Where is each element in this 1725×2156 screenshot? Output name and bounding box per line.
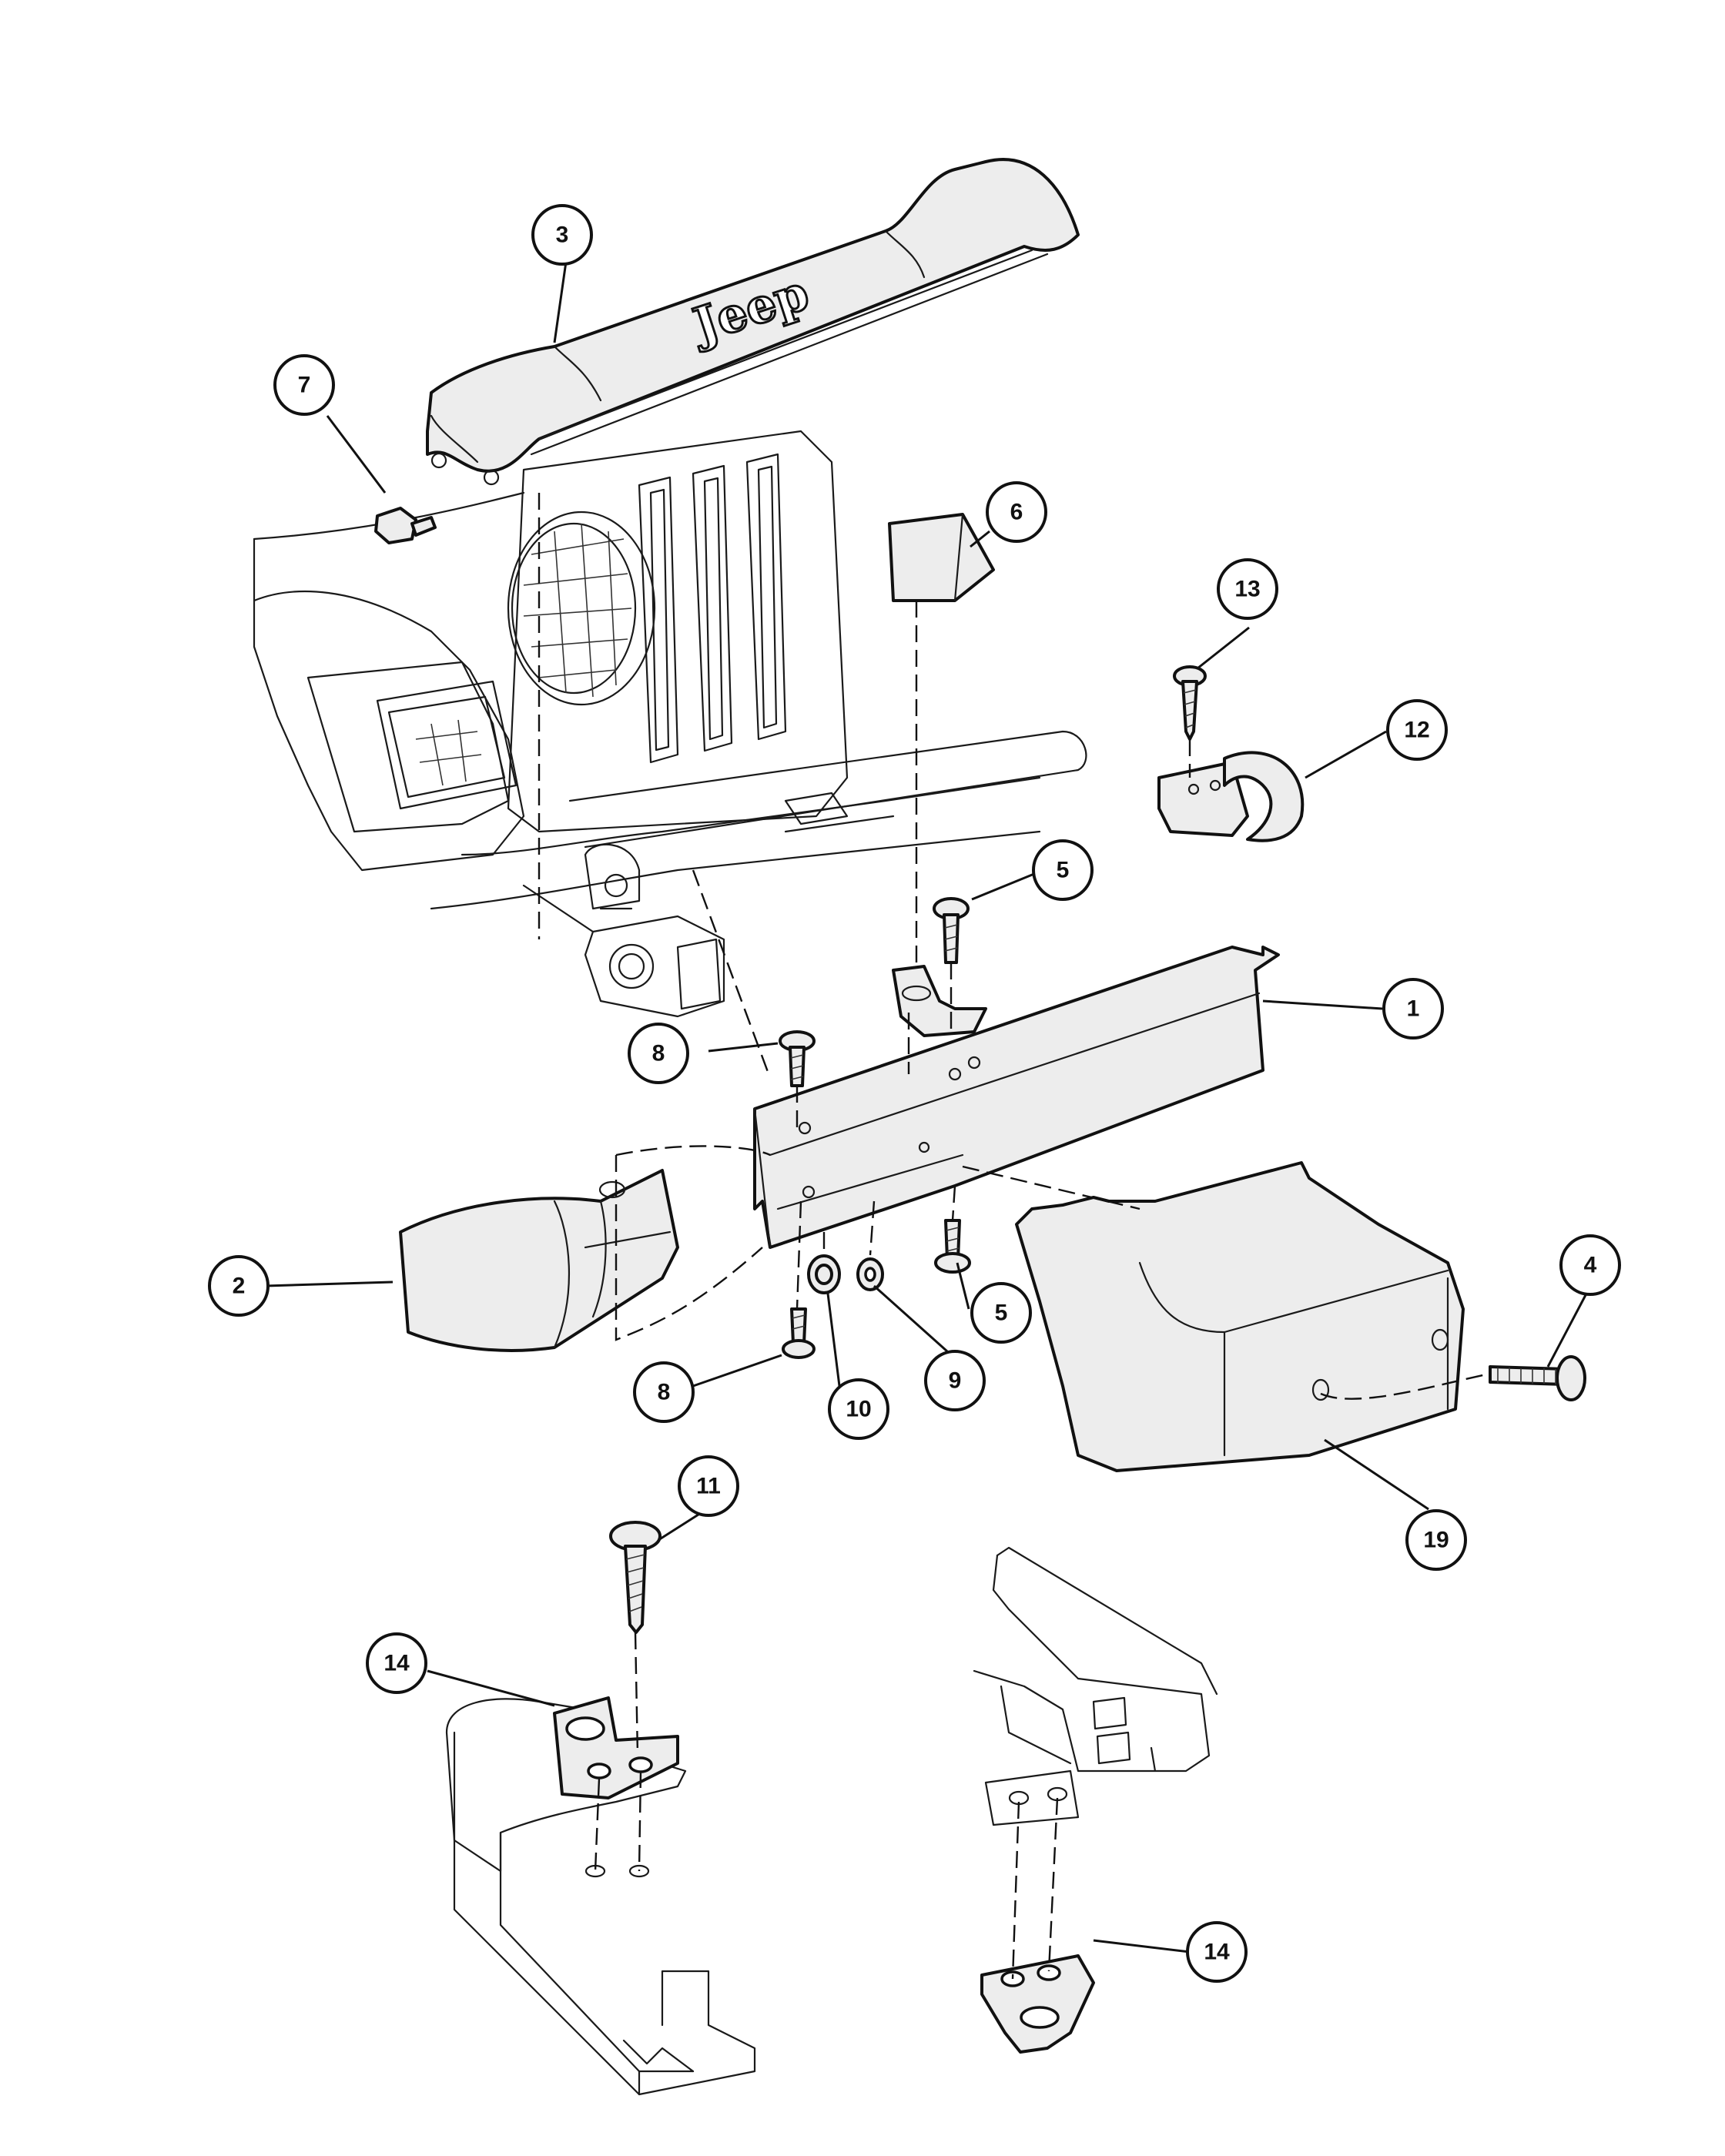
bumper-bar-part-1 [753,946,1280,1249]
callout-5-upper: 5 [1032,839,1094,901]
callout-13: 13 [1217,558,1278,620]
assembly-lines [538,493,1487,1980]
grille-cover-part: Jeep [426,158,1080,486]
callout-8-upper: 8 [628,1023,689,1084]
callout-9: 9 [924,1350,986,1411]
frame-rail-left [445,1698,756,2096]
callout-label-4: 4 [1584,1253,1597,1278]
tow-hook-part-12 [1157,751,1305,842]
callout-label-8-upper: 8 [652,1041,665,1066]
callout-label-14-right: 14 [1204,1940,1230,1965]
callout-label-6: 6 [1010,500,1023,525]
callout-label-8-lower: 8 [658,1380,671,1405]
callout-label-7: 7 [298,373,311,398]
frame-rail-right [973,1546,1218,1826]
callout-11: 11 [678,1455,739,1517]
callout-3: 3 [531,204,593,266]
callout-7: 7 [273,354,335,416]
callout-12: 12 [1386,699,1448,761]
callout-5-lower: 5 [970,1282,1032,1344]
callout-2: 2 [208,1255,270,1317]
callout-14-right: 14 [1186,1921,1248,1983]
bar-bracket [892,965,987,1037]
callout-label-5-upper: 5 [1057,858,1070,883]
bolt-part-7 [374,507,437,544]
bolt-part-5-upper [933,897,970,964]
pad-part-6 [888,513,995,602]
bolt-part-8-upper [779,1030,816,1087]
callout-label-10: 10 [846,1397,871,1422]
callout-label-1: 1 [1407,996,1420,1022]
callout-label-11: 11 [696,1474,721,1499]
callout-19: 19 [1405,1509,1467,1571]
end-cap-part-19 [1015,1161,1465,1472]
bolt-part-5-lower [934,1219,971,1274]
callout-label-19: 19 [1423,1528,1449,1553]
screw-part-13 [1173,665,1207,741]
callout-label-9: 9 [949,1368,962,1394]
bracket-part-14-right [980,1954,1095,2054]
callout-6: 6 [986,481,1047,543]
callout-label-3: 3 [556,223,569,248]
washer-part-9 [856,1257,884,1291]
callout-label-2: 2 [233,1274,246,1299]
end-cap-part-2 [399,1169,679,1352]
callout-leaders [265,261,1588,1953]
callout-label-13: 13 [1234,577,1260,602]
bolt-part-8-lower [782,1307,816,1359]
callout-1: 1 [1382,978,1444,1040]
callout-10: 10 [828,1378,889,1440]
callout-label-5-lower: 5 [995,1301,1008,1326]
bolt-part-4 [1489,1355,1586,1401]
callout-label-14-left: 14 [384,1651,410,1676]
callout-14-left: 14 [366,1632,427,1694]
screw-part-11 [609,1521,662,1634]
bracket-part-14-left [553,1696,679,1799]
callout-8-lower: 8 [633,1361,695,1423]
callout-label-12: 12 [1404,718,1429,743]
vehicle-front-outline [253,430,1087,1018]
callout-4: 4 [1559,1234,1621,1296]
nut-part-10 [807,1254,841,1294]
